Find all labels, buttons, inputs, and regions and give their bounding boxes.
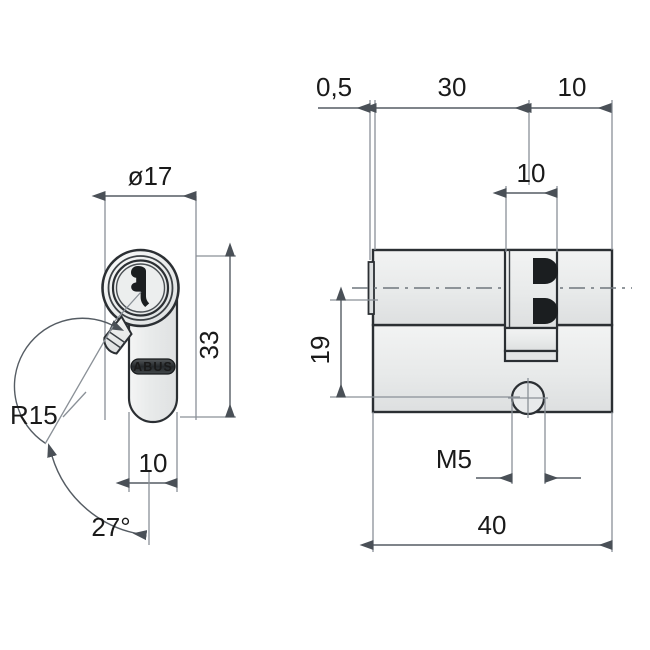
dim-label-dia17: ø17 [128, 161, 173, 191]
abus-badge-plate [130, 358, 176, 375]
dim-label-angle27: 27° [91, 512, 130, 542]
dim-leader-r15 [62, 391, 87, 418]
cylinder-head-ring-2 [111, 259, 170, 317]
side-view: 0,5 30 10 10 [305, 72, 632, 552]
top-dimension-chain: 0,5 30 10 [316, 72, 613, 260]
cylinder-side-body [352, 248, 632, 418]
dim-label-l10: 10 [558, 72, 587, 102]
keyway-leader-line [113, 291, 142, 323]
dim-label-l30: 30 [438, 72, 467, 102]
cam-section [503, 248, 559, 363]
dim-label-l40: 40 [478, 510, 507, 540]
turning-lug-body [103, 314, 133, 355]
dim-label-w10: 10 [139, 448, 168, 478]
dimension-m5: M5 [436, 398, 581, 484]
cam-collar-upper [503, 326, 559, 353]
dim-arc-angle27 [47, 443, 148, 541]
dimension-l10: 10 [517, 72, 612, 114]
dimension-angle-27: 27° [44, 325, 150, 545]
side-lower-section [371, 323, 614, 414]
dimension-h33: 33 [180, 242, 236, 418]
angle-leg-inclined [44, 325, 114, 445]
cylinder-profile-body: ABUS [101, 248, 180, 424]
turning-lug-groove-2 [105, 336, 122, 350]
cam-lug-upper [533, 258, 558, 284]
front-view: ø17 [10, 161, 236, 545]
dim-label-h19: 19 [305, 336, 335, 365]
dimension-t05: 0,5 [316, 72, 371, 114]
cylinder-head-ring-1 [107, 255, 174, 321]
dim-label-r15: R15 [10, 400, 58, 430]
fixing-hole-m5 [508, 378, 548, 418]
dimension-h19: 19 [305, 286, 520, 398]
turning-lug-groove-1 [109, 331, 126, 344]
abus-logo-text: ABUS [133, 360, 173, 374]
cam-lug-lower [533, 298, 558, 324]
dim-label-t05: 0,5 [316, 72, 352, 102]
dimension-l30: 30 [362, 72, 529, 114]
dim-arc-r15 [13, 317, 125, 444]
keyway-slot [131, 266, 150, 307]
dimension-dia17: ø17 [91, 161, 197, 202]
abus-logo-badge: ABUS [130, 358, 176, 375]
dim-label-cam10: 10 [517, 158, 546, 188]
dimension-cam10: 10 [492, 158, 558, 252]
forend-plate [367, 261, 375, 315]
dim-label-m5: M5 [436, 444, 472, 474]
dimension-l40: 40 [359, 412, 613, 552]
dimension-w10: 10 [115, 412, 178, 492]
key-turning-lug [103, 314, 133, 355]
dimension-r15: R15 [10, 317, 125, 444]
dim-label-h33: 33 [194, 331, 224, 360]
cam-collar-lower [503, 349, 559, 363]
